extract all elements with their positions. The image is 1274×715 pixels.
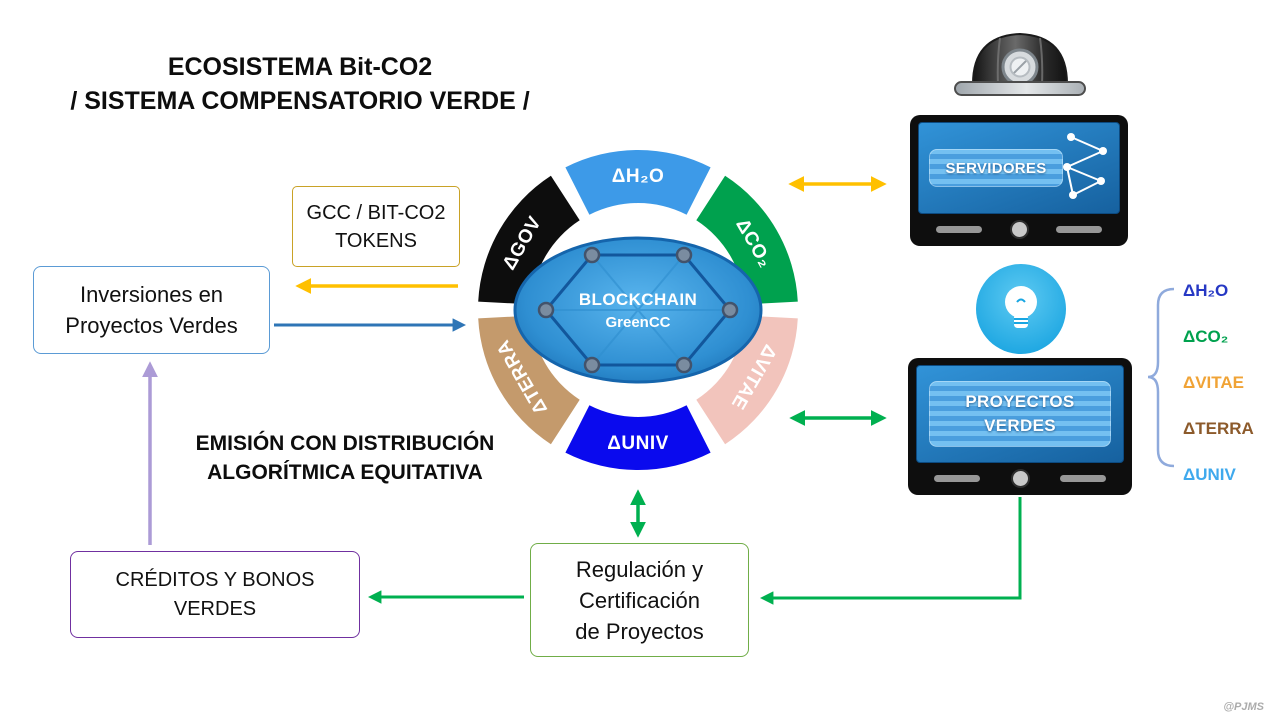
- green-projects-banner: PROYECTOS VERDES: [929, 381, 1111, 447]
- monitor-bezel: [918, 214, 1120, 244]
- network-links-icon: [546, 254, 730, 366]
- emission-note-line-2: ALGORÍTMICA EQUITATIVA: [207, 461, 483, 484]
- emission-note: EMISIÓN CON DISTRIBUCIÓN ALGORÍTMICA EQU…: [188, 429, 502, 487]
- servers-monitor: SERVIDORES: [910, 115, 1128, 246]
- green-projects-monitor: PROYECTOS VERDES: [908, 358, 1132, 495]
- speaker-grille-icon: [1056, 225, 1102, 233]
- legend-item-co2: ΔCO₂: [1183, 327, 1229, 346]
- regulacion-box-line-1: Regulación y: [575, 556, 704, 582]
- legend-item-h2o: ΔH₂O: [1183, 281, 1229, 300]
- tokens-box: GCC / BIT-CO2 TOKENS: [292, 186, 460, 267]
- monitor-power-button-icon: [1009, 219, 1029, 239]
- regulacion-box: Regulación y Certificación de Proyectos: [530, 543, 749, 657]
- ring-segment-univ: [565, 405, 711, 471]
- watermark: @PJMS: [1223, 701, 1264, 713]
- page-title: ECOSISTEMA Bit-CO2 / SISTEMA COMPENSATOR…: [40, 50, 560, 118]
- server-network-graph-icon: [1063, 133, 1107, 199]
- miner-helmet-icon: [954, 32, 1086, 96]
- arrow-proyectos-to-regulacion: [759, 497, 1022, 605]
- speaker-grille-icon: [936, 225, 982, 233]
- network-nodes-icon: [537, 246, 739, 374]
- ring-segment-co2: [696, 175, 798, 305]
- inversiones-box: Inversiones en Proyectos Verdes: [33, 266, 270, 354]
- ring-segment-terra: [478, 315, 580, 445]
- monitor-power-button-icon: [1010, 468, 1030, 488]
- legend-item-univ: ΔUNIV: [1183, 465, 1236, 484]
- speaker-grille-icon: [1060, 474, 1106, 482]
- tokens-box-line-1: GCC / BIT-CO2: [306, 201, 446, 224]
- regulacion-box-line-3: de Proyectos: [575, 618, 704, 644]
- servers-banner: SERVIDORES: [929, 149, 1063, 187]
- ring-segment-h2o: [565, 149, 711, 215]
- ring-label-univ: ΔUNIV: [607, 433, 669, 454]
- regulacion-box-line-2: Certificación: [578, 587, 701, 613]
- blockchain-label: BLOCKCHAIN: [579, 290, 697, 309]
- monitor-bezel: [916, 463, 1124, 493]
- proyectos-label: PROYECTOS: [965, 392, 1075, 411]
- tokens-box-line-2: TOKENS: [335, 229, 417, 252]
- legend-item-vitae: ΔVITAE: [1183, 373, 1245, 392]
- inversiones-box-line-1: Inversiones en: [79, 282, 224, 307]
- title-line-2: / SISTEMA COMPENSATORIO VERDE /: [70, 87, 530, 115]
- creditos-box: CRÉDITOS Y BONOS VERDES: [70, 551, 360, 638]
- servers-screen: SERVIDORES: [918, 122, 1120, 214]
- greencc-label: GreenCC: [605, 314, 670, 331]
- token-ring: ΔH₂O ΔCO₂ ΔVITAE ΔUNIV ΔTERRA ΔGOV BLOCK…: [478, 149, 798, 471]
- servers-label: SERVIDORES: [945, 159, 1047, 177]
- green-projects-screen: PROYECTOS VERDES: [916, 365, 1124, 463]
- ring-segment-gov: [478, 175, 580, 305]
- legend-brace: [1147, 287, 1175, 468]
- lightbulb-icon: [976, 264, 1066, 354]
- speaker-grille-icon: [934, 474, 980, 482]
- ring-label-h2o: ΔH₂O: [612, 166, 665, 187]
- title-line-1: ECOSISTEMA Bit-CO2: [167, 53, 433, 81]
- emission-note-line-1: EMISIÓN CON DISTRIBUCIÓN: [195, 432, 495, 455]
- verdes-label: VERDES: [984, 416, 1056, 435]
- ring-segment-vitae: [696, 315, 798, 445]
- creditos-box-line-2: VERDES: [173, 597, 257, 620]
- inversiones-box-line-2: Proyectos Verdes: [65, 313, 238, 338]
- creditos-box-line-1: CRÉDITOS Y BONOS: [115, 568, 315, 591]
- legend-item-terra: ΔTERRA: [1183, 419, 1254, 438]
